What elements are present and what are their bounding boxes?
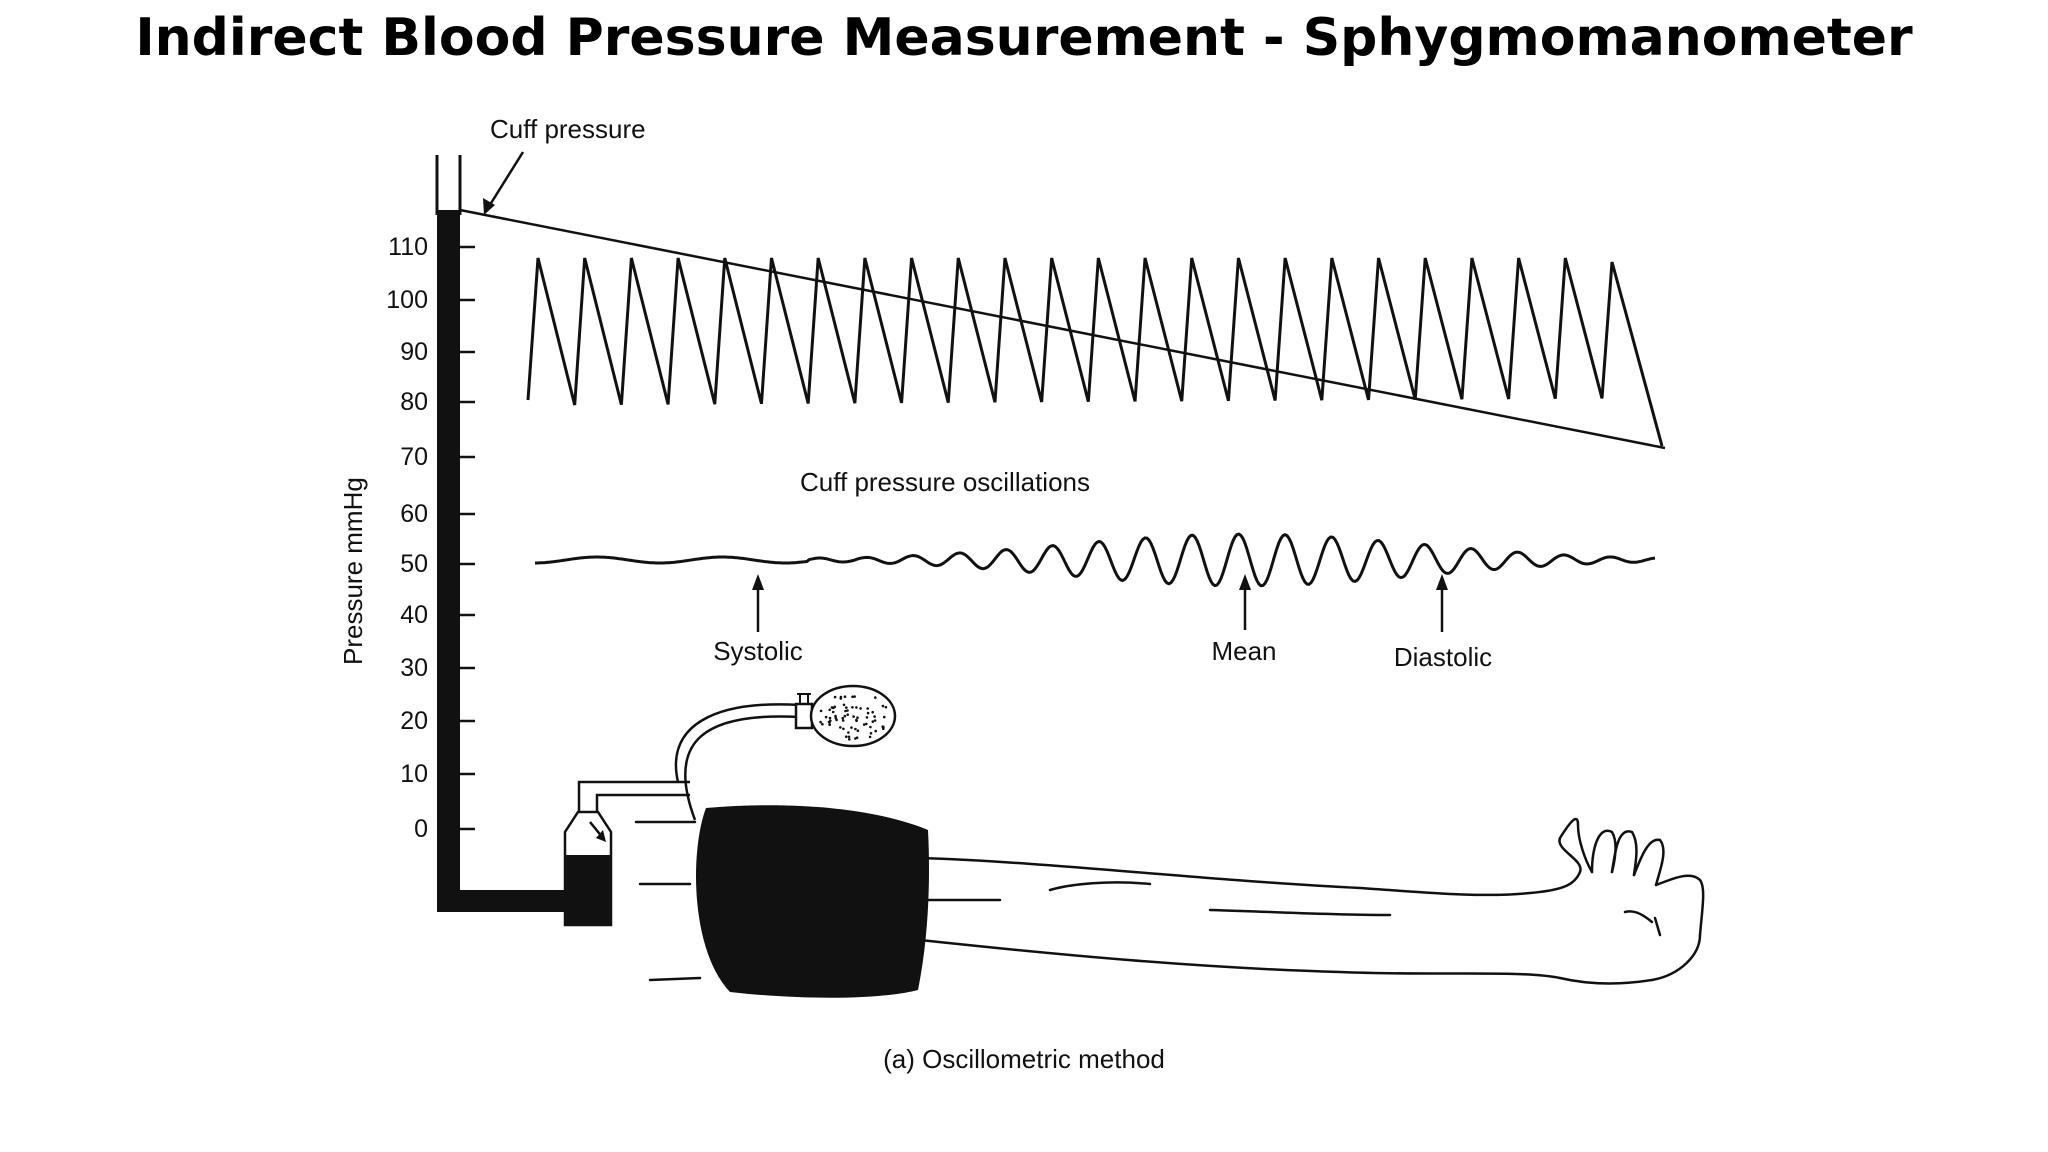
bulb-speckle	[842, 727, 845, 731]
bulb-speckle	[865, 716, 869, 719]
slide-title: Indirect Blood Pressure Measurement - Sp…	[135, 8, 1913, 68]
arm-illustration	[634, 817, 1705, 985]
bulb-speckle	[841, 719, 845, 722]
bulb-speckle	[845, 706, 848, 709]
systolic-arrow	[752, 574, 764, 632]
diastolic-label: Diastolic	[1394, 642, 1492, 672]
cuff-band	[696, 805, 929, 998]
bulb-speckle	[862, 723, 866, 726]
bulb-speckle	[851, 706, 854, 709]
bulb-speckle	[855, 718, 858, 722]
bulb-speckle	[846, 713, 849, 716]
bulb-speckle	[855, 736, 859, 739]
bulb-speckle	[881, 704, 885, 708]
bulb-speckle	[846, 709, 849, 712]
cuff-pressure-line	[459, 208, 1666, 450]
bulb-speckle	[859, 707, 862, 710]
bulb-speckle	[839, 726, 842, 729]
bulb-speckle	[829, 719, 832, 723]
cuff-pressure-sawtooth	[526, 257, 1664, 447]
inflation-tube	[674, 703, 801, 821]
y-tick-label: 40	[400, 601, 428, 629]
systolic-label: Systolic	[713, 636, 803, 666]
cuff-pressure-label: Cuff pressure	[490, 114, 646, 144]
bulb-speckle	[828, 723, 831, 726]
bulb-speckle	[847, 735, 851, 739]
bulb-speckle	[873, 715, 876, 718]
inflation-bulb-icon	[794, 684, 897, 748]
bulb-speckle	[831, 710, 835, 714]
cuff-oscillation-waveform	[535, 532, 1656, 588]
bulb-speckle	[851, 695, 854, 699]
manometer-column	[435, 155, 567, 912]
bulb-speckle	[868, 735, 872, 739]
bulb-speckle	[843, 695, 847, 698]
bulb-speckle	[848, 738, 851, 741]
bulb-speckle	[847, 731, 850, 734]
bulb-speckle	[854, 727, 857, 731]
figure-caption: (a) Oscillometric method	[883, 1044, 1165, 1074]
bulb-speckle	[874, 729, 877, 733]
oscillations-label: Cuff pressure oscillations	[800, 467, 1090, 497]
bulb-speckle	[883, 715, 886, 719]
y-axis-label: Pressure mmHg	[338, 477, 368, 665]
diastolic-arrow	[1436, 574, 1448, 632]
bulb-speckle	[833, 695, 837, 699]
bulb-speckle	[844, 709, 847, 713]
bulb-speckle	[821, 722, 824, 726]
bulb-speckle	[819, 720, 822, 724]
bulb-speckle	[843, 714, 847, 718]
bulb-speckle	[834, 714, 837, 718]
y-tick-label: 90	[400, 338, 428, 366]
bulb-speckle	[828, 716, 832, 720]
bulb-speckle	[841, 716, 844, 720]
bulb-speckle	[819, 709, 823, 713]
bulb-speckle	[850, 726, 853, 729]
mean-arrow	[1239, 574, 1251, 630]
y-tick-label: 100	[386, 286, 428, 314]
bulb-speckle	[830, 706, 834, 709]
bulb-speckle	[882, 727, 885, 730]
y-tick-label: 60	[400, 500, 428, 528]
y-tick-label: 110	[388, 233, 428, 261]
bulb-speckle	[869, 725, 872, 729]
y-tick-label: 80	[400, 388, 428, 416]
bulb-speckle	[855, 706, 858, 709]
bulb-speckle	[871, 710, 874, 714]
y-tick-label: 70	[400, 443, 428, 471]
bulb-speckle	[856, 716, 859, 719]
bulb-speckle	[853, 695, 856, 698]
bulb-speckle	[871, 720, 875, 723]
y-tick-label: 0	[414, 815, 428, 843]
bulb-speckle	[873, 719, 877, 722]
y-tick-label: 30	[400, 654, 428, 682]
y-tick-label: 50	[400, 550, 428, 578]
bulb-speckle	[842, 703, 846, 707]
bulb-speckle	[866, 711, 870, 715]
bulb-speckle	[824, 715, 828, 719]
mean-label: Mean	[1211, 636, 1276, 666]
bulb-speckle	[865, 722, 868, 726]
bulb-speckle	[866, 707, 869, 710]
bulb-speckle	[833, 705, 837, 709]
y-tick-label: 10	[400, 760, 428, 788]
bulb-speckle	[884, 705, 888, 709]
bulb-speckle	[839, 695, 843, 699]
bulb-speckle	[869, 732, 873, 735]
bulb-speckle	[874, 696, 877, 699]
bulb-speckle	[844, 735, 848, 738]
manometer-reservoir	[563, 780, 690, 927]
bulb-speckle	[856, 729, 860, 732]
bulb-speckle	[834, 716, 838, 720]
cuff-pressure-arrow	[483, 151, 525, 215]
bulb-speckle	[828, 708, 831, 712]
y-tick-label: 20	[400, 707, 428, 735]
bulb-speckle	[852, 715, 855, 718]
